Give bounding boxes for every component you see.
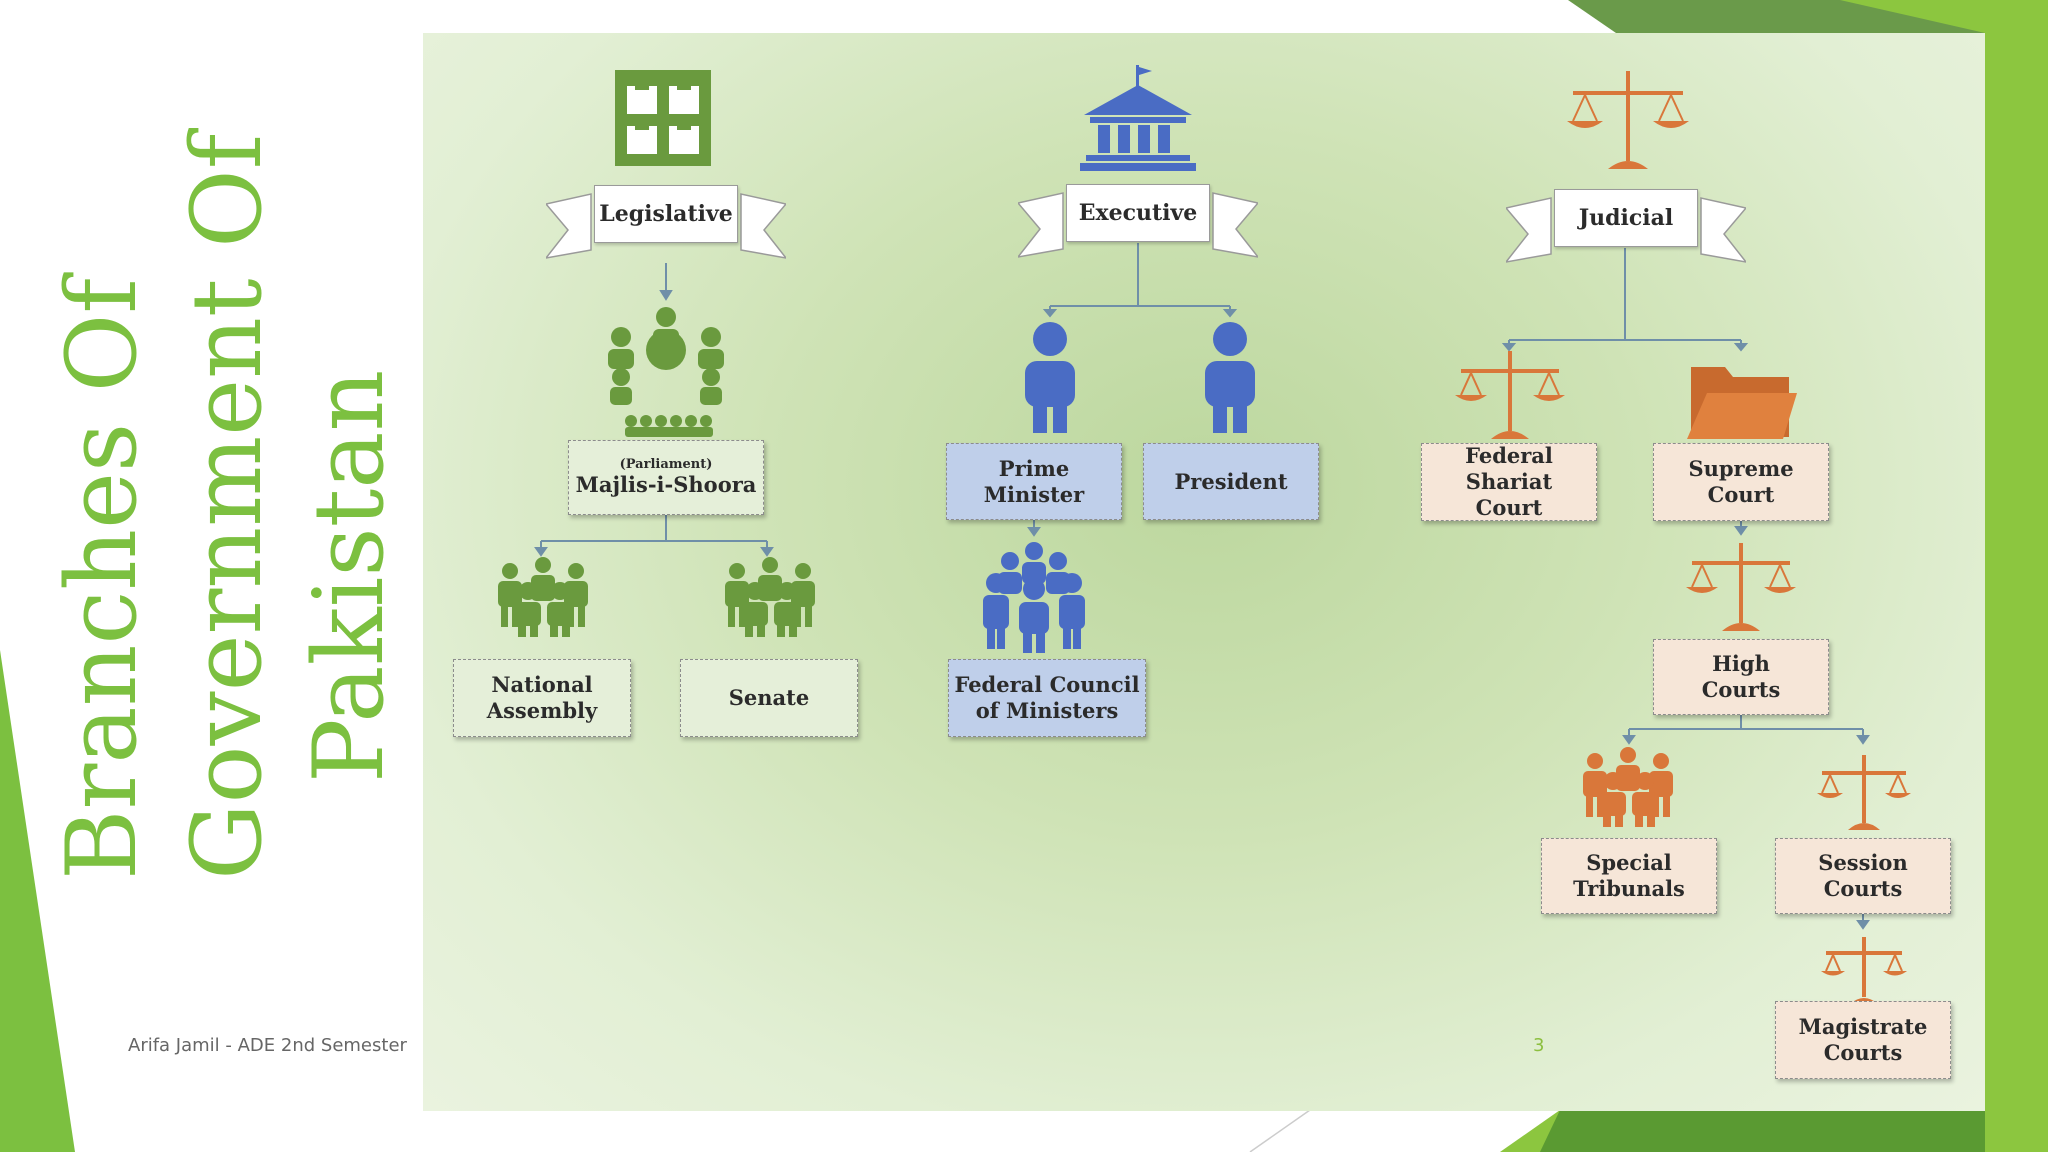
title-line-1: Branches Of: [46, 272, 158, 880]
building-windows-icon: [615, 70, 711, 166]
prime-minister-person-icon: [1025, 322, 1075, 433]
president-person-icon: [1205, 322, 1255, 433]
executive-banner-ribbon: [1018, 192, 1258, 258]
judicial-banner-ribbon: [1506, 197, 1746, 263]
footer-text: Arifa Jamil - ADE 2nd Semester: [128, 1035, 407, 1056]
parliament-box: (Parliament) Majlis-i-Shoora: [568, 440, 764, 515]
magistrate-courts-box: Magistrate Courts: [1775, 1001, 1951, 1079]
assembly-people-icon: [608, 307, 724, 437]
scales-of-justice-icon: [1567, 71, 1689, 169]
federal-council-box: Federal Council of Ministers: [948, 659, 1146, 737]
high-courts-scales-icon: [1686, 543, 1796, 631]
senate-box: Senate: [680, 659, 858, 737]
special-tribunals-group-icon: [1583, 747, 1673, 827]
session-courts-box: Session Courts: [1775, 838, 1951, 914]
federal-shariat-scales-icon: [1455, 351, 1565, 439]
special-tribunals-box: Special Tribunals: [1541, 838, 1717, 914]
senate-group-icon: [725, 557, 815, 637]
national-assembly-group-icon: [498, 557, 588, 637]
ministers-team-icon: [983, 542, 1085, 653]
magistrate-courts-scales-icon: [1821, 937, 1907, 1004]
title-line-3: Pakistan: [293, 370, 405, 783]
federal-shariat-court-box: Federal Shariat Court: [1421, 443, 1597, 521]
president-box: President: [1143, 443, 1319, 520]
high-courts-box: High Courts: [1653, 639, 1829, 715]
session-courts-scales-icon: [1817, 755, 1911, 830]
government-branches-diagram: Legislative (Parliament) Majlis-i-Shoora…: [423, 33, 1985, 1111]
parliament-name: Majlis-i-Shoora: [575, 471, 757, 497]
national-assembly-box: National Assembly: [453, 659, 631, 737]
connector-lines: [534, 243, 1870, 930]
legislative-banner-ribbon: [546, 193, 786, 259]
legislative-label: Legislative: [594, 185, 738, 243]
supreme-court-box: Supreme Court: [1653, 443, 1829, 521]
slide-title: Branches Of Government Of Pakistan: [30, 127, 410, 880]
supreme-court-folder-icon: [1687, 367, 1797, 439]
government-building-icon: [1080, 65, 1196, 171]
title-line-2: Government Of: [171, 127, 283, 880]
judicial-label: Judicial: [1554, 189, 1698, 247]
executive-label: Executive: [1066, 184, 1210, 242]
page-number: 3: [1533, 1035, 1545, 1056]
prime-minister-box: Prime Minister: [946, 443, 1122, 520]
parliament-caption: (Parliament): [619, 456, 713, 472]
